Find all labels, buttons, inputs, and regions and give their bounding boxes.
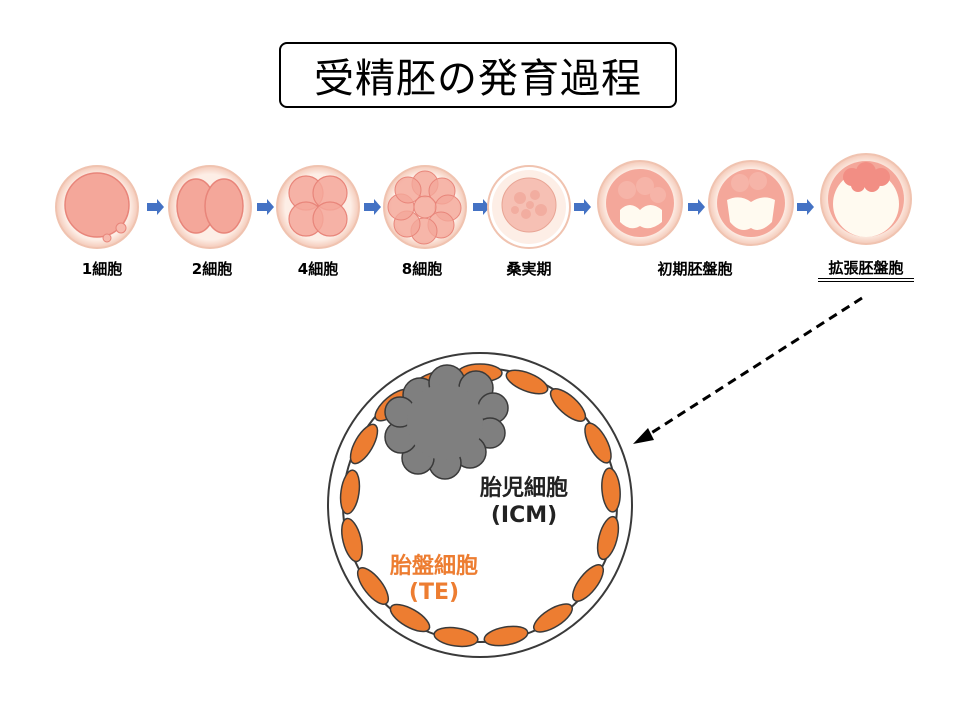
stage-label-morula: 桑実期 [506,260,552,278]
stage-label-8cell: 8細胞 [401,260,443,278]
stage-label-2cell: 2細胞 [191,260,233,278]
dashed-arrow-line [644,296,863,439]
icm-label: 胎児細胞 [479,476,568,501]
blastocyst-detail [327,352,633,658]
te-abbr: (TE) [408,580,460,605]
inner-cell-mass [384,364,509,480]
embryo-2cell-icon [168,165,252,249]
embryo-early-blastocyst-icon [597,160,683,246]
arrow-icon [147,199,164,215]
dashed-arrowhead-icon [633,428,654,444]
page-title: 受精胚の発育過程 [279,42,677,108]
arrow-icon [688,199,705,215]
stage-label-expanded-blastocyst: 拡張胚盤胞 [818,258,914,282]
arrow-icon [574,199,591,215]
arrow-icon [364,199,381,215]
arrow-icon [473,199,490,215]
stage-label-early-blastocyst: 初期胚盤胞 [657,260,733,278]
arrow-icon [797,199,814,215]
stage-label-1cell: 1細胞 [81,260,123,278]
embryo-expanded-blastocyst-icon [820,153,912,245]
te-label: 胎盤細胞 [389,554,478,579]
embryo-morula-icon [487,165,571,249]
arrow-icon [257,199,274,215]
embryo-8cell-icon [383,165,467,249]
stage-label-4cell: 4細胞 [297,260,339,278]
embryo-1cell-icon [55,165,139,249]
icm-abbr: (ICM) [490,503,558,528]
embryo-4cell-icon [276,165,360,249]
embryo-early-blastocyst-2-icon [708,160,794,246]
